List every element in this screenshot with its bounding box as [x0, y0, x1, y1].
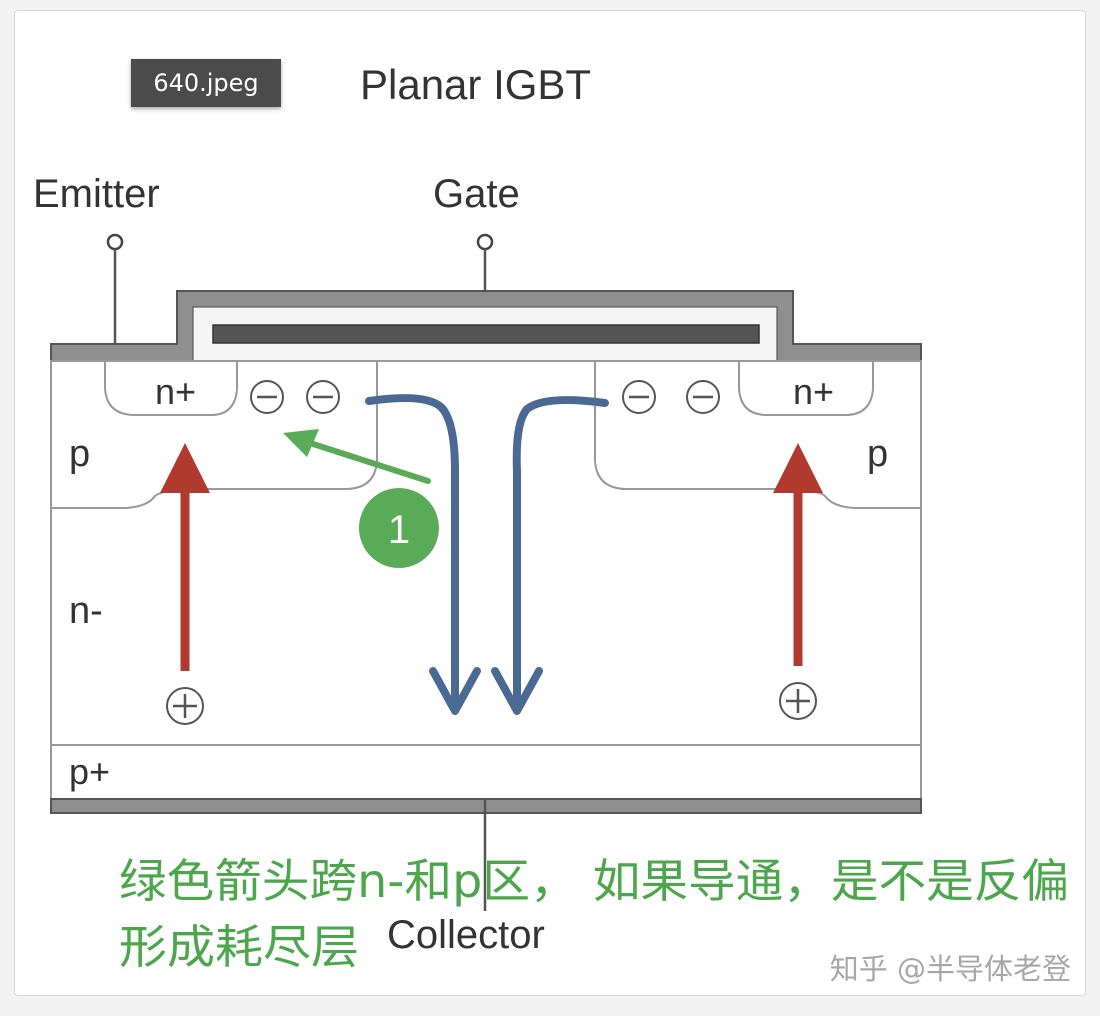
watermark: 知乎 @半导体老登: [830, 952, 1071, 986]
collector-label: Collector: [387, 913, 545, 957]
hole-symbol: [779, 682, 817, 720]
electron-symbol: [686, 380, 720, 414]
file-name-tag: 640.jpeg: [131, 59, 281, 107]
n-plus-right-label: n+: [793, 371, 834, 412]
electron-symbol: [306, 380, 340, 414]
callout-arrow: [283, 429, 431, 484]
electron-flow-arrow-right: [491, 396, 609, 715]
gate-stack: [50, 290, 922, 362]
diagram-title: Planar IGBT: [360, 61, 591, 108]
hole-current-arrow-right: [773, 443, 823, 666]
image-frame: Planar IGBT Emitter Gate: [14, 10, 1086, 996]
electron-symbol: [622, 380, 656, 414]
n-minus-label: n-: [69, 590, 103, 632]
p-plus-label: p+: [69, 751, 110, 792]
callout-number: 1: [388, 508, 410, 552]
electron-flow-arrow-left: [365, 394, 481, 715]
hole-symbol: [166, 687, 204, 725]
annotation-line-1: 绿色箭头跨n-和p区， 如果导通，是不是反偏: [119, 854, 1069, 908]
gate-label: Gate: [433, 172, 520, 216]
p-left-label: p: [69, 433, 90, 475]
callout-badge: 1: [359, 488, 439, 568]
emitter-terminal: [106, 233, 124, 345]
emitter-label: Emitter: [33, 172, 160, 216]
electron-symbol: [250, 380, 284, 414]
igbt-diagram: Planar IGBT Emitter Gate: [33, 61, 1071, 986]
annotation-line-2: 形成耗尽层: [119, 920, 359, 974]
n-plus-left-label: n+: [155, 371, 196, 412]
silicon-body: [50, 360, 922, 911]
p-right-label: p: [867, 433, 888, 475]
hole-current-arrow-left: [160, 443, 210, 671]
